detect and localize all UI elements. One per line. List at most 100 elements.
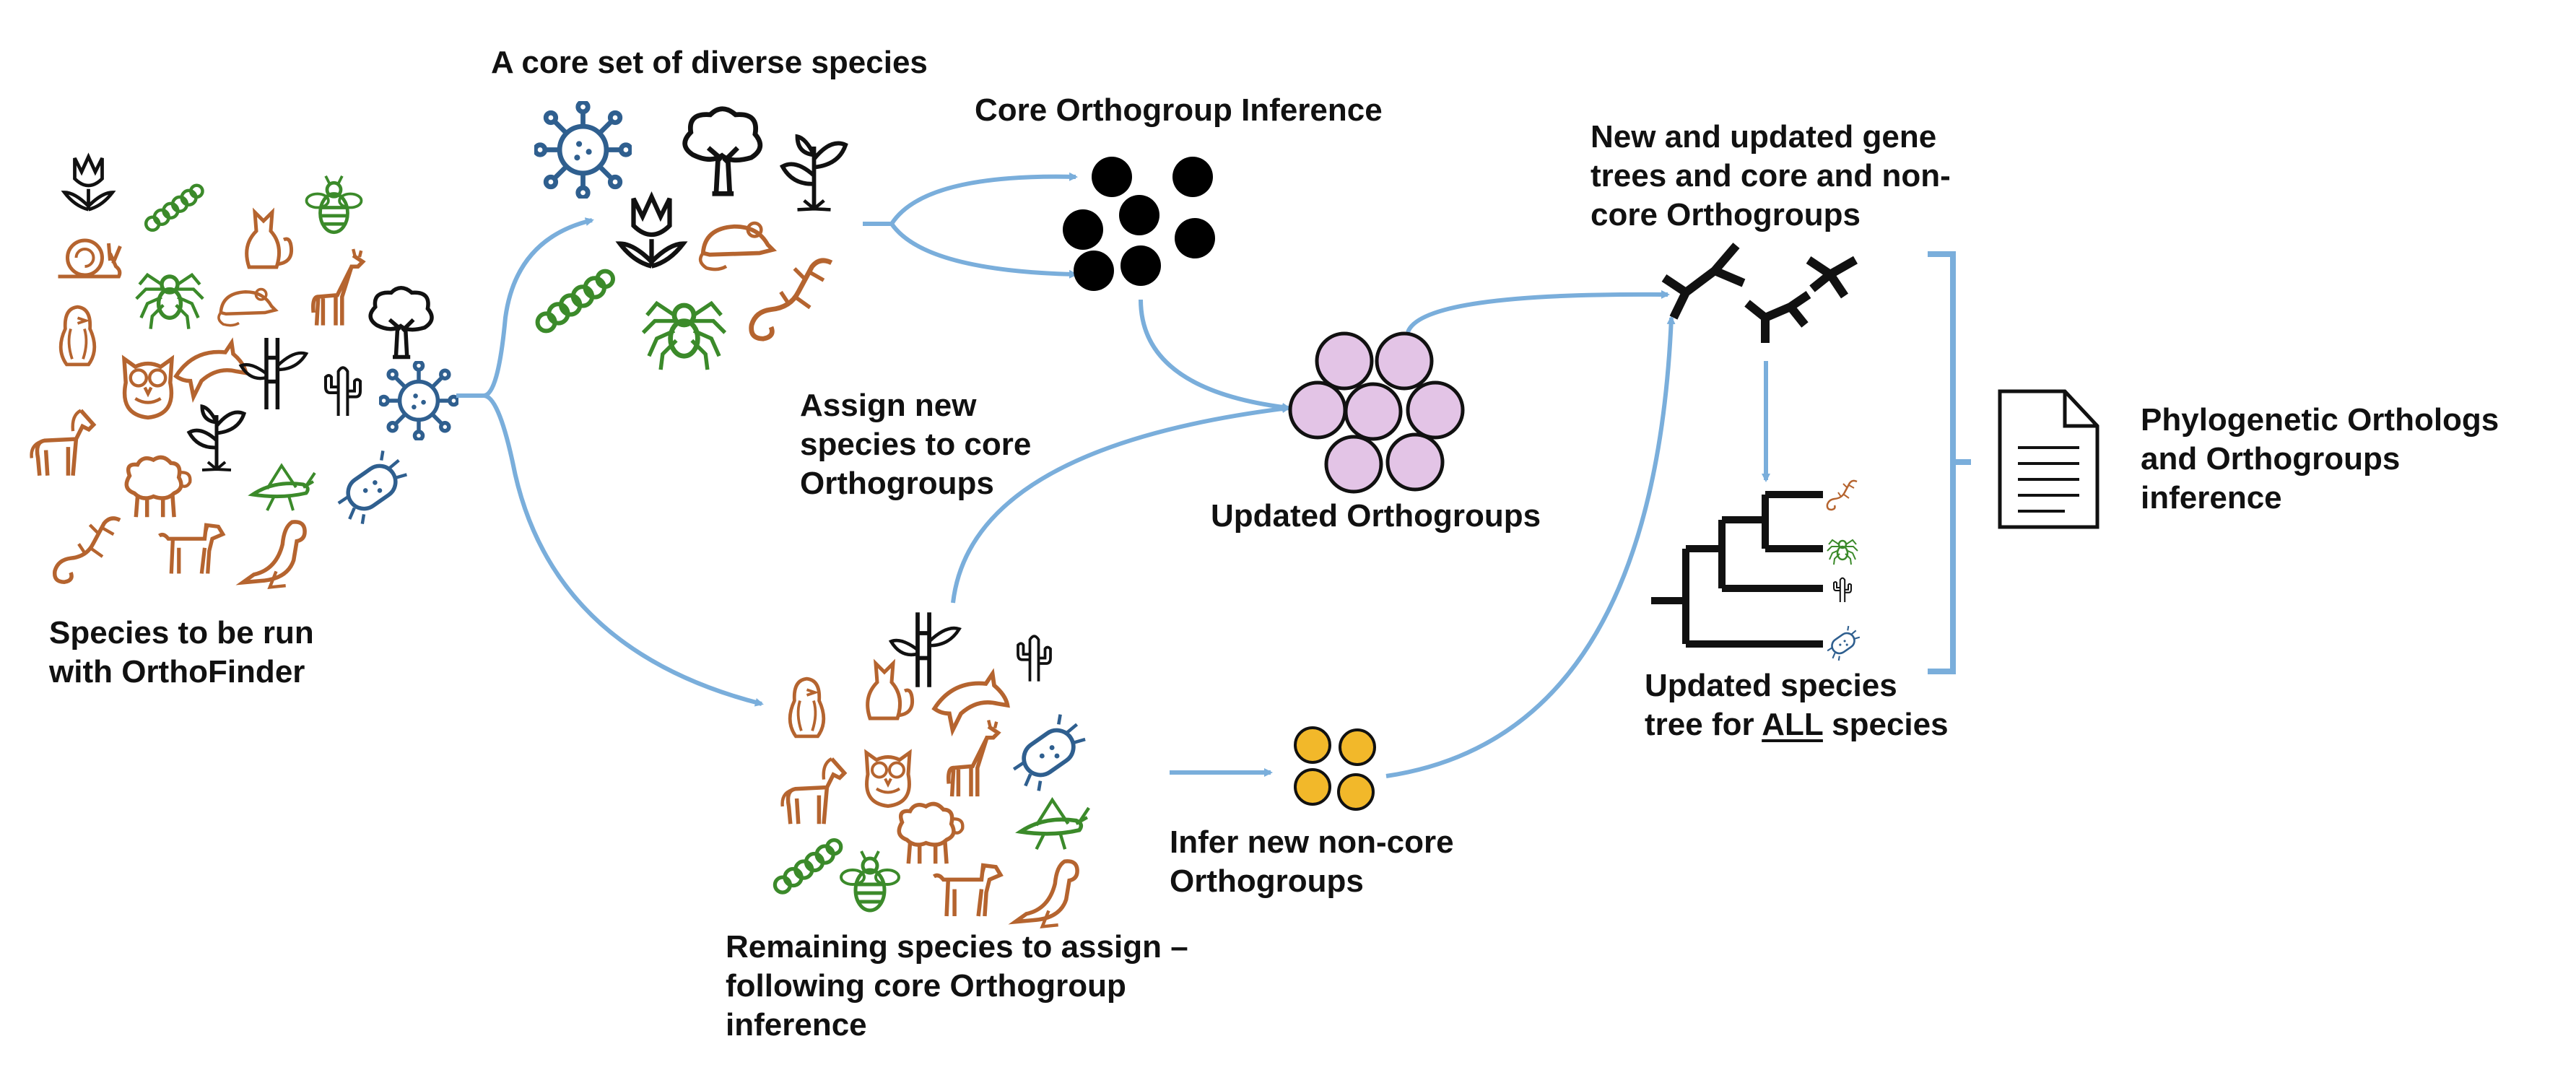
core-set-label: A core set of diverse species xyxy=(491,43,928,82)
tree-icon xyxy=(685,109,760,193)
label-line: Orthogroups xyxy=(1170,863,1364,899)
penguin-icon xyxy=(61,307,95,365)
seedling-icon xyxy=(783,136,845,209)
label-line: Phylogenetic Orthologs xyxy=(2141,402,2499,438)
orthogroup-dot xyxy=(1339,728,1376,766)
snail-icon xyxy=(58,240,121,277)
orthogroup-dot xyxy=(1288,380,1347,440)
core-inference-label: Core Orthogroup Inference xyxy=(975,91,1383,130)
dog-icon xyxy=(934,866,1001,916)
tree-icon xyxy=(370,288,432,357)
giraffe-icon xyxy=(949,721,998,797)
lizard-icon xyxy=(752,261,832,339)
label-line: Updated Orthogroups xyxy=(1211,498,1541,534)
orthogroup-dot xyxy=(1344,382,1403,441)
orthogroup-dot xyxy=(1074,251,1114,291)
updated-orthogroups xyxy=(1288,331,1465,494)
orthogroup-dot xyxy=(1315,331,1374,391)
species-to-run-label: Species to be run with OrthoFinder xyxy=(49,614,314,692)
species-tree-label: Updated species tree for ALL species xyxy=(1645,666,1949,744)
virus-icon xyxy=(535,102,630,197)
bacterium-icon xyxy=(1014,715,1085,791)
lizard-icon xyxy=(55,518,120,582)
label-line: Core Orthogroup Inference xyxy=(975,92,1383,128)
lizard-icon xyxy=(1826,479,1858,511)
core-orthogroups xyxy=(1063,157,1215,291)
seedling-icon xyxy=(189,406,244,470)
orthogroup-dot xyxy=(1121,245,1161,286)
label-line: following core Orthogroup xyxy=(726,968,1126,1004)
dog-icon xyxy=(160,525,223,573)
gene-tree xyxy=(1744,291,1811,343)
remaining-species-cluster xyxy=(775,612,1089,926)
horse-icon xyxy=(783,759,845,824)
cat-icon xyxy=(247,212,292,267)
summary-bracket xyxy=(1928,251,1971,674)
penguin-icon xyxy=(790,679,824,736)
arrow-to-remaining xyxy=(483,393,764,707)
orthogroup-dot xyxy=(1063,209,1103,250)
tulip-icon xyxy=(620,197,684,266)
arrow-assign-to-updated xyxy=(951,404,1291,604)
seal-icon xyxy=(243,522,305,587)
arrow-noncore-to-genetrees xyxy=(1385,315,1676,778)
arrow-to-core-set xyxy=(456,217,594,398)
caterpillar-icon xyxy=(775,840,840,892)
label-line: inference xyxy=(2141,480,2282,515)
cat-icon xyxy=(868,663,913,718)
orthogroup-dot xyxy=(1175,218,1215,258)
assign-new-label: Assign new species to core Orthogroups xyxy=(800,386,1031,503)
label-line: Species to be run xyxy=(49,615,314,650)
bamboo-icon xyxy=(241,338,306,409)
bee-icon xyxy=(841,851,899,910)
infer-noncore-label: Infer new non-core Orthogroups xyxy=(1170,823,1454,901)
dolphin-icon xyxy=(934,674,1007,730)
mouse-icon xyxy=(700,223,773,269)
label-line: tree for ALL species xyxy=(1645,705,1949,744)
noncore-orthogroups xyxy=(1294,726,1376,811)
cactus-icon xyxy=(326,367,360,416)
orthogroup-dot xyxy=(1294,726,1331,764)
orthogroup-dot xyxy=(1324,435,1383,494)
document-icon xyxy=(1998,389,2099,529)
caterpillar-icon xyxy=(146,186,202,230)
arrow-core-to-orthogroups-top xyxy=(863,172,1078,226)
tulip-icon xyxy=(64,157,113,209)
orthogroup-dot xyxy=(1375,331,1434,391)
spider-icon xyxy=(1826,539,1859,566)
arrow-updated-to-genetrees xyxy=(1406,290,1670,334)
virus-icon xyxy=(380,362,458,440)
flow-arrows xyxy=(456,172,1770,778)
gene-tree xyxy=(1806,256,1858,299)
label-line: Assign new xyxy=(800,388,977,423)
label-line: inference xyxy=(726,1007,867,1043)
bee-icon xyxy=(307,176,362,232)
seal-icon xyxy=(1015,861,1077,926)
all-emphasis: ALL xyxy=(1762,707,1823,742)
species-tree xyxy=(1651,479,1861,662)
arrow-core-to-orthogroups-bottom xyxy=(889,222,1078,279)
orthogroup-dot xyxy=(1119,195,1159,235)
label-line: core Orthogroups xyxy=(1591,197,1861,232)
giraffe-icon xyxy=(313,249,363,326)
sheep-icon xyxy=(126,457,190,517)
orthogroup-dot xyxy=(1337,773,1375,811)
owl-icon xyxy=(124,359,172,417)
label-fragment: species xyxy=(1822,707,1949,742)
horse-icon xyxy=(32,411,94,476)
label-fragment: tree for xyxy=(1645,707,1762,742)
caterpillar-icon xyxy=(538,271,613,331)
orthogroup-dot xyxy=(1294,768,1331,806)
bamboo-icon xyxy=(891,612,959,687)
cactus-icon xyxy=(1018,636,1050,682)
cactus-icon xyxy=(1832,577,1853,604)
all-species-cluster xyxy=(32,157,458,587)
bacterium-icon xyxy=(339,451,407,523)
grasshopper-icon xyxy=(1021,800,1089,849)
grasshopper-icon xyxy=(253,466,315,510)
label-line: New and updated gene xyxy=(1591,119,1937,154)
final-output-label: Phylogenetic Orthologs and Orthogroups i… xyxy=(2141,401,2499,518)
mouse-icon xyxy=(219,290,275,326)
label-line: and Orthogroups xyxy=(2141,441,2401,476)
